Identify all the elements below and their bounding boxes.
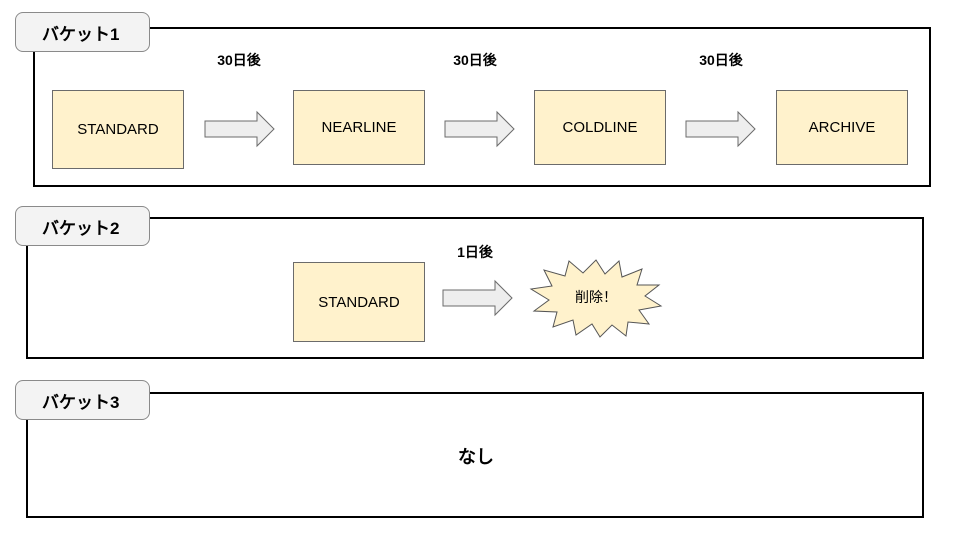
bucket1-transition-label-3: 30日後 [699,52,743,68]
bucket1-storage-class-nearline: NEARLINE [293,90,425,165]
bucket1-arrow-1 [204,110,275,148]
bucket1-transition-label-1: 30日後 [217,52,261,68]
bucket1-storage-class-archive: ARCHIVE [776,90,908,165]
bucket2-panel [26,217,924,359]
bucket1-storage-class-standard: STANDARD [52,90,184,169]
bucket2-delete-burst-icon [529,259,663,338]
bucket3-panel [26,392,924,518]
bucket2-transition-label: 1日後 [457,244,493,260]
bucket1-title-tab: バケット1 [15,12,150,52]
bucket2-delete-label: 削除！ [575,289,617,305]
bucket2-title-tab: バケット2 [15,206,150,246]
bucket3-none-text: なし [458,447,494,467]
bucket2-storage-class-standard: STANDARD [293,262,425,342]
bucket2-arrow [442,279,513,317]
bucket1-transition-label-2: 30日後 [453,52,497,68]
bucket1-arrow-3 [685,110,756,148]
bucket1-arrow-2 [444,110,515,148]
bucket1-storage-class-coldline: COLDLINE [534,90,666,165]
bucket3-title-tab: バケット3 [15,380,150,420]
